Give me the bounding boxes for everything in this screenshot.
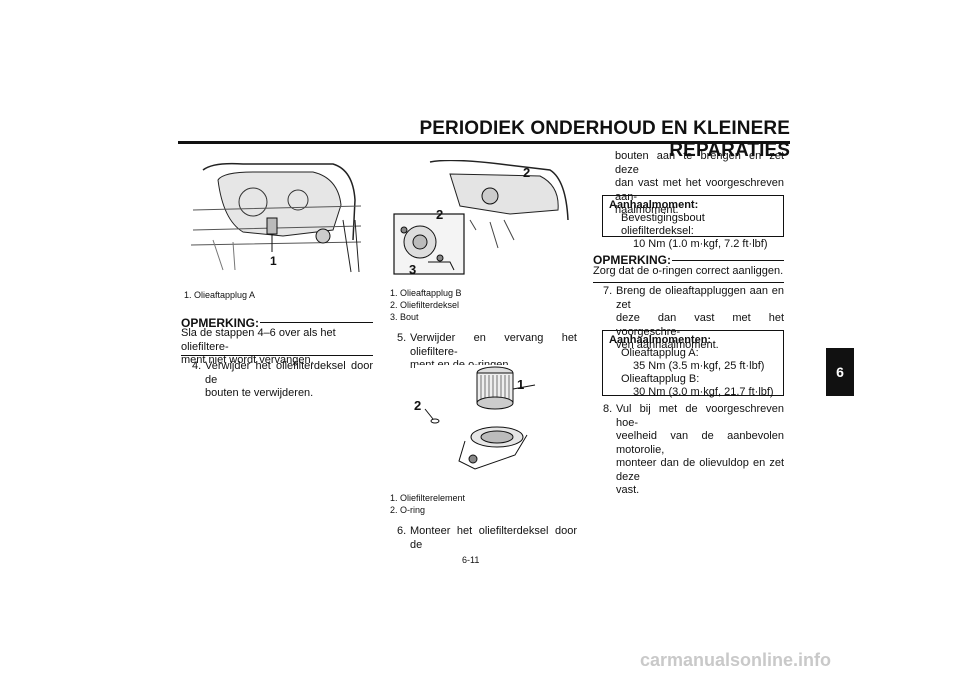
figure-callout: 2 (414, 398, 422, 413)
figure-filter-cover (390, 160, 576, 278)
watermark: carmanualsonline.info (640, 650, 832, 670)
step-4: 4. Verwijder het oliefilterdeksel door d… (192, 360, 373, 401)
figure-captions: 1. Olieaftapplug B 2. Oliefilterdeksel 3… (390, 287, 462, 323)
box-line: Bevestigingsbout oliefilterdeksel: (621, 212, 705, 237)
step-line-2: deze dan vast met het voorgeschre- (616, 312, 784, 338)
caption-item: 1. Olieaftapplug B (390, 288, 462, 298)
text-line: dan vast met het voorgeschreven aan- (615, 177, 784, 203)
caption-item: 3. Bout (390, 312, 419, 322)
note-line-1: Sla de stappen 4–6 over als het oliefilt… (181, 327, 336, 353)
chapter-tab: 6 (826, 348, 854, 396)
box-line: 10 Nm (1.0 m·kgf, 7.2 ft·lbf) (633, 238, 768, 250)
step-number: 7. (603, 285, 613, 297)
step-line-1: Vul bij met de voorgeschreven hoe- (616, 403, 784, 429)
figure-caption: 1. Olieaftapplug A (184, 290, 256, 300)
caption-item: 1. Oliefilterelement (390, 493, 466, 503)
note-line-2: ment niet wordt vervangen. (181, 354, 314, 366)
step-6: 6. Monteer het oliefilterdeksel door de (397, 525, 577, 552)
torque-box: Aanhaalmomenten: Olieaftapplug A: 35 Nm … (602, 330, 784, 398)
note-end-rule (593, 282, 784, 283)
figure-oil-filter (415, 365, 545, 480)
note-title: OPMERKING: (181, 316, 259, 330)
page-title: PERIODIEK ONDERHOUD EN KLEINERE REPARATI… (419, 118, 790, 161)
step-7: 7. Breng de olieaftappluggen aan en zet … (603, 285, 784, 353)
step-line-1: Breng de olieaftappluggen aan en zet (616, 285, 784, 311)
figure-captions: 1. Oliefilterelement 2. O-ring (390, 492, 465, 516)
step-line-4: vast. (616, 484, 640, 496)
box-line: Olieaftapplug B: (621, 373, 700, 385)
step-6-continued: bouten aan te brengen en zet deze dan va… (602, 150, 784, 218)
step-line-1: Verwijder en vervang het oliefiltere- (410, 332, 577, 358)
box-heading: Aanhaalmoment: (609, 199, 699, 211)
figure-callout: 1 (270, 254, 277, 268)
note-rule (672, 260, 784, 261)
step-number: 4. (192, 360, 202, 372)
step-line-3: monteer dan de olievuldop en zet deze (616, 457, 784, 483)
text-line: bouten aan te brengen en zet deze (615, 150, 784, 176)
caption-item: 2. O-ring (390, 505, 426, 515)
step-number: 6. (397, 525, 407, 537)
box-line: 30 Nm (3.0 m·kgf, 21.7 ft·lbf) (633, 386, 774, 398)
figure-callout: 3 (409, 262, 417, 277)
note-text: Sla de stappen 4–6 over als het oliefilt… (181, 327, 376, 368)
step-line-1: Verwijder het oliefilterdeksel door de (205, 360, 373, 386)
step-8: 8. Vul bij met de voorgeschreven hoe- ve… (603, 403, 784, 498)
title-rule (178, 141, 790, 144)
note-end-rule (181, 355, 373, 356)
step-line-2: veelheid van de aanbevolen motorolie, (616, 430, 784, 456)
box-line: 35 Nm (3.5 m·kgf, 25 ft·lbf) (633, 360, 765, 372)
page-number: 6-11 (462, 555, 480, 565)
note-text: Zorg dat de o-ringen correct aanliggen. (593, 265, 784, 277)
caption-item: 2. Oliefilterdeksel (390, 300, 460, 310)
torque-box: Aanhaalmoment: Bevestigingsbout oliefilt… (602, 195, 784, 250)
figure-callout: 1 (517, 377, 525, 392)
note-title: OPMERKING: (593, 253, 671, 267)
step-line-1: Monteer het oliefilterdeksel door de (410, 525, 577, 551)
figure-callout: 2 (523, 165, 531, 180)
figure-drain-plug-a (183, 160, 363, 276)
text-line: haalmoment. (615, 204, 679, 216)
box-heading: Aanhaalmomenten: (609, 334, 712, 346)
step-line-3: ven aanhaalmoment. (616, 339, 719, 351)
note-rule (260, 322, 373, 323)
step-number: 8. (603, 403, 613, 415)
step-line-2: bouten te verwijderen. (205, 387, 314, 399)
box-line: Olieaftapplug A: (621, 347, 699, 359)
figure-callout: 2 (436, 207, 444, 222)
step-number: 5. (397, 332, 407, 344)
